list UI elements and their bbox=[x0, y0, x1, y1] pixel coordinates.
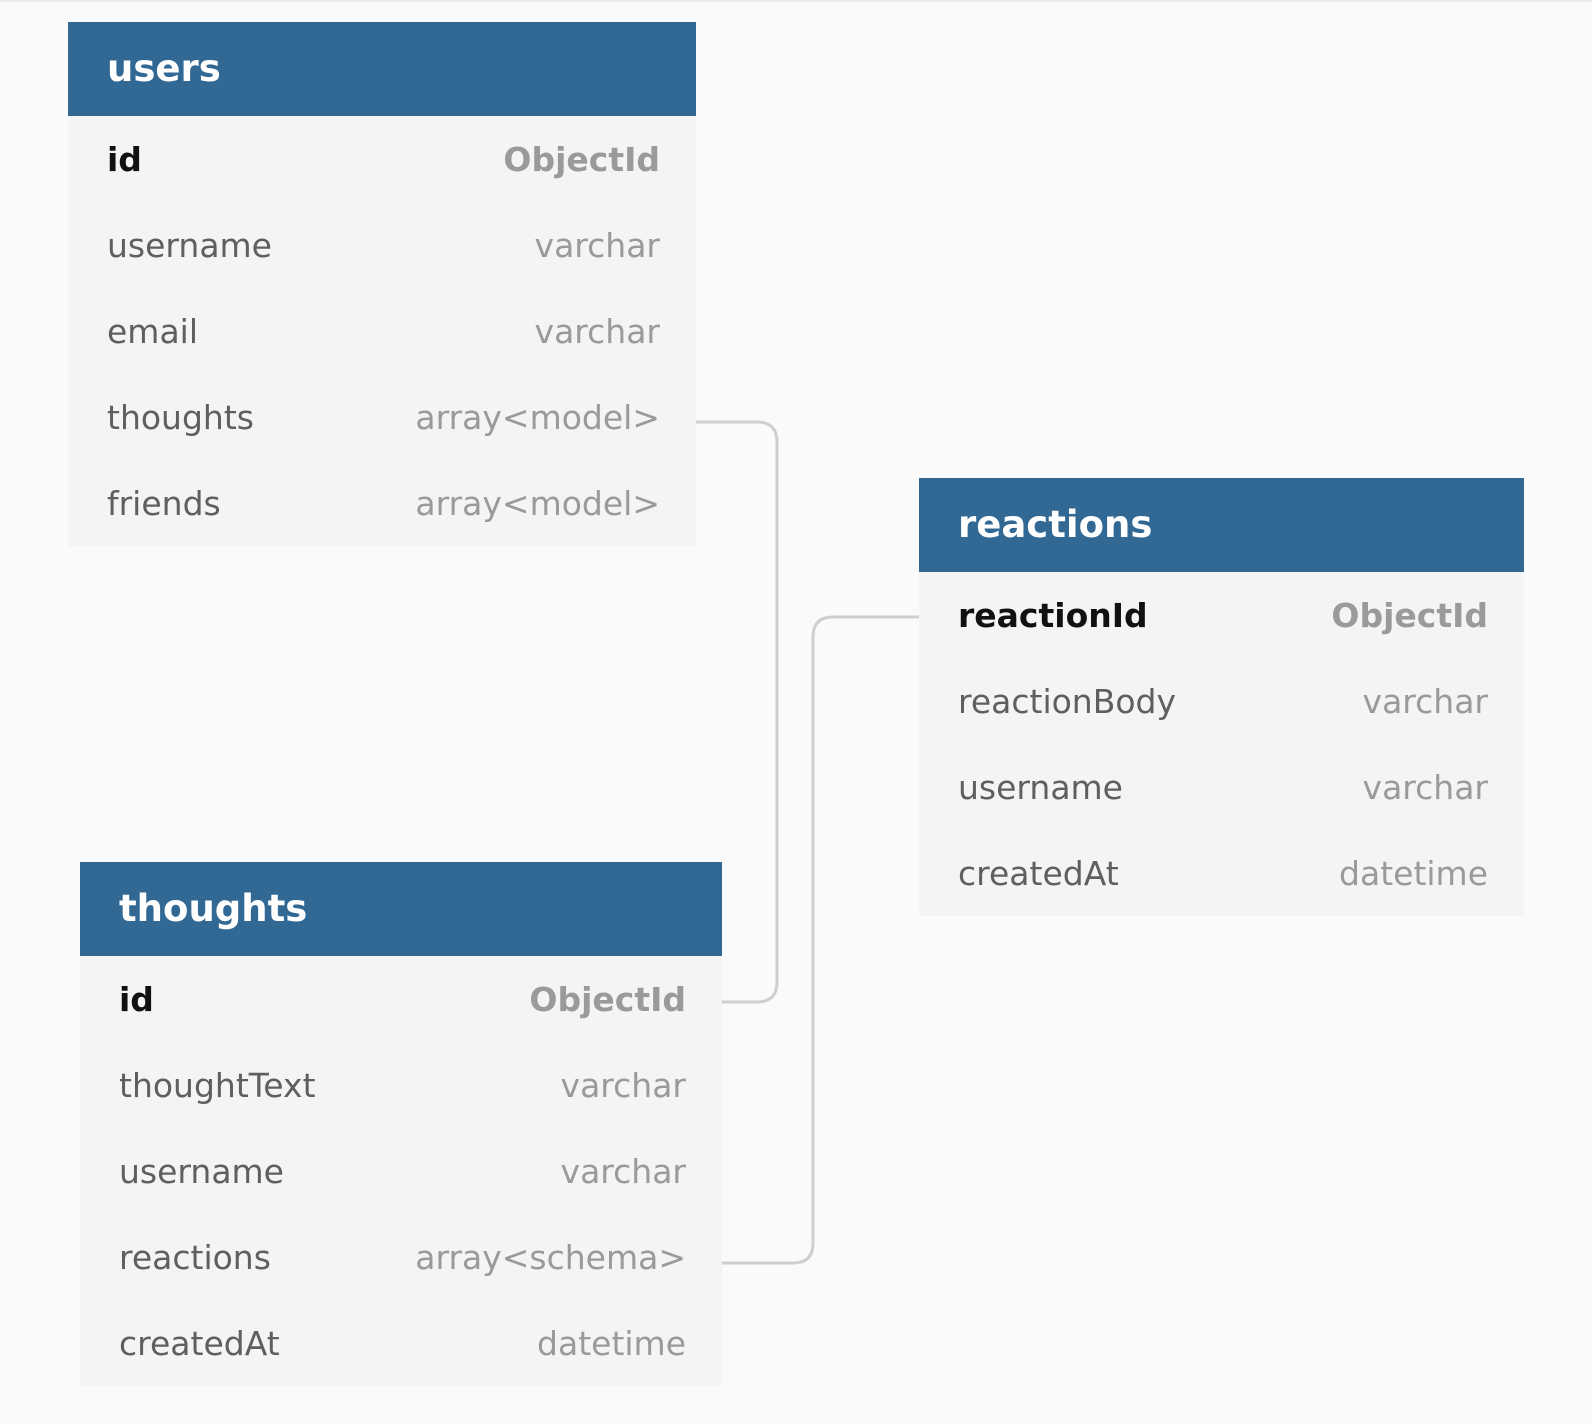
field-type: varchar bbox=[1362, 767, 1488, 807]
field-name: reactionId bbox=[958, 595, 1148, 635]
field-type: varchar bbox=[1362, 681, 1488, 721]
field-row-reactions-reactionBody[interactable]: reactionBody varchar bbox=[919, 658, 1524, 744]
field-row-reactions-createdAt[interactable]: createdAt datetime bbox=[919, 830, 1524, 916]
field-type: array<schema> bbox=[415, 1237, 686, 1277]
field-row-users-email[interactable]: email varchar bbox=[68, 288, 696, 374]
connector-thoughts-reactions-to-reactions-id bbox=[722, 615, 919, 1265]
field-type: datetime bbox=[1339, 853, 1488, 893]
field-row-reactions-username[interactable]: username varchar bbox=[919, 744, 1524, 830]
field-type: ObjectId bbox=[503, 139, 660, 179]
table-header-reactions[interactable]: reactions bbox=[919, 478, 1524, 572]
field-name: username bbox=[119, 1151, 284, 1191]
field-row-users-thoughts[interactable]: thoughts array<model> bbox=[68, 374, 696, 460]
field-type: datetime bbox=[537, 1323, 686, 1363]
field-type: array<model> bbox=[415, 397, 660, 437]
field-type: varchar bbox=[534, 225, 660, 265]
field-row-thoughts-id[interactable]: id ObjectId bbox=[80, 956, 722, 1042]
table-thoughts[interactable]: thoughts id ObjectId thoughtText varchar… bbox=[80, 862, 722, 1386]
canvas-top-edge bbox=[0, 0, 1592, 2]
table-header-thoughts[interactable]: thoughts bbox=[80, 862, 722, 956]
field-name: friends bbox=[107, 483, 221, 523]
field-name: thoughts bbox=[107, 397, 254, 437]
field-type: varchar bbox=[534, 311, 660, 351]
field-name: id bbox=[107, 139, 142, 179]
field-row-thoughts-thoughtText[interactable]: thoughtText varchar bbox=[80, 1042, 722, 1128]
field-type: ObjectId bbox=[529, 979, 686, 1019]
table-reactions[interactable]: reactions reactionId ObjectId reactionBo… bbox=[919, 478, 1524, 916]
field-name: reactionBody bbox=[958, 681, 1177, 721]
field-name: email bbox=[107, 311, 199, 351]
field-name: reactions bbox=[119, 1237, 271, 1277]
field-type: varchar bbox=[560, 1065, 686, 1105]
field-name: thoughtText bbox=[119, 1065, 316, 1105]
field-name: username bbox=[958, 767, 1123, 807]
table-users[interactable]: users id ObjectId username varchar email… bbox=[68, 22, 696, 546]
field-name: username bbox=[107, 225, 272, 265]
field-row-thoughts-reactions[interactable]: reactions array<schema> bbox=[80, 1214, 722, 1300]
field-type: array<model> bbox=[415, 483, 660, 523]
field-name: createdAt bbox=[119, 1323, 280, 1363]
field-row-thoughts-username[interactable]: username varchar bbox=[80, 1128, 722, 1214]
field-row-users-username[interactable]: username varchar bbox=[68, 202, 696, 288]
field-type: ObjectId bbox=[1331, 595, 1488, 635]
field-row-users-friends[interactable]: friends array<model> bbox=[68, 460, 696, 546]
field-name: createdAt bbox=[958, 853, 1119, 893]
field-type: varchar bbox=[560, 1151, 686, 1191]
field-row-users-id[interactable]: id ObjectId bbox=[68, 116, 696, 202]
field-name: id bbox=[119, 979, 154, 1019]
field-row-thoughts-createdAt[interactable]: createdAt datetime bbox=[80, 1300, 722, 1386]
table-header-users[interactable]: users bbox=[68, 22, 696, 116]
field-row-reactions-reactionId[interactable]: reactionId ObjectId bbox=[919, 572, 1524, 658]
